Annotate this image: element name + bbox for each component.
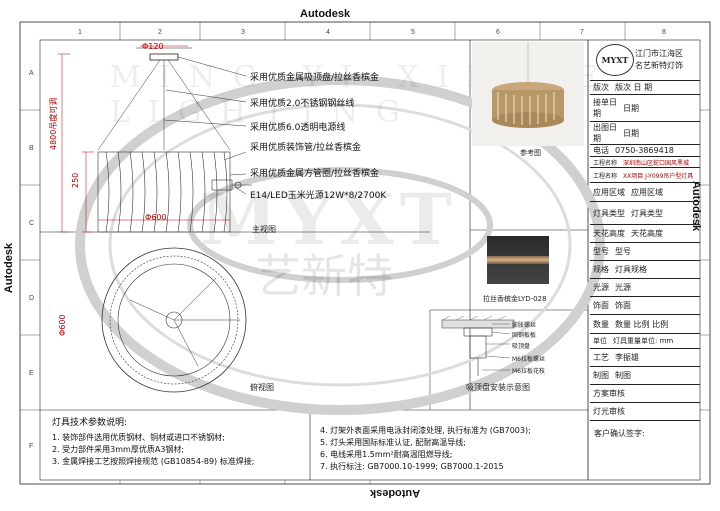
tb-row-order-date: 接单日期日期 — [590, 95, 700, 122]
tb-row-unit: 单位灯具重量单位: mm — [590, 334, 700, 349]
brand-bottom: Autodesk — [370, 487, 421, 499]
tb-row-spec: 规格灯具规格 — [590, 261, 700, 279]
row-letter: E — [29, 370, 34, 377]
callout-square-ring: 采用优质金属方管圈/拉丝香槟金 — [250, 169, 380, 179]
main-view-caption: 主视图 — [252, 225, 276, 234]
company-name-line1: 江门市江海区 — [635, 49, 683, 58]
col-number: 1 — [78, 29, 82, 36]
tb-row-light-review: 灯光审核 — [590, 403, 700, 421]
title-block-header: MYXT 江门市江海区 名艺新特灯饰 — [590, 40, 700, 81]
notes-heading: 灯具技术参数说明: — [52, 418, 128, 428]
note-item-7: 7. 执行标注: GB7000.10-1999; GB7000.1-2015 — [320, 462, 504, 471]
customer-confirm: 客户确认签字: — [594, 429, 645, 438]
dim-height-total: 4800吊度可调 — [49, 97, 58, 150]
callout-power-cord: 采用优质6.0透明电源线 — [250, 123, 346, 133]
material-swatch — [487, 236, 549, 284]
tb-row-drafter: 制图制图 — [590, 367, 700, 385]
tb-row-drawing-date: 出图日期日期 — [590, 122, 700, 145]
top-view-drawing — [101, 247, 247, 393]
callout-wire: 采用优质2.0不锈钢钢丝线 — [250, 99, 355, 109]
callout-deco-tube: 采用优质装饰管/拉丝香槟金 — [250, 143, 362, 153]
brand-top: Autodesk — [300, 8, 351, 20]
note-item-2: 2. 受力部件采用3mm厚优质A3钢材; — [52, 445, 185, 454]
tb-row-scheme-review: 方案审核 — [590, 385, 700, 403]
tb-row-ceiling-height: 天花高度天花高度 — [590, 225, 700, 243]
watermark-cn-text: 艺新特 — [255, 249, 393, 303]
note-item-1: 1. 装饰部件选用优质钢材、铜材或进口不锈钢材; — [52, 433, 225, 442]
col-number: 6 — [496, 29, 500, 36]
tb-row-fixture-type: 灯具类型灯具类型 — [590, 202, 700, 225]
company-name-line2: 名艺新特灯饰 — [635, 61, 683, 70]
watermark-logo — [75, 75, 605, 415]
tb-row-model: 型号型号 — [590, 243, 700, 261]
mount-label-anchor: 膨胀螺丝 — [512, 322, 537, 329]
main-view-drawing — [58, 45, 252, 233]
row-letter: A — [29, 70, 34, 77]
row-letter: B — [29, 145, 34, 152]
tb-row-quantity: 数量数量 比例 比例 — [590, 315, 700, 334]
brand-left: Autodesk — [3, 242, 16, 294]
note-item-6: 6. 电线采用1.5mm²耐高温阻燃导线; — [320, 450, 453, 459]
col-number: 3 — [241, 29, 245, 36]
mount-detail-caption: 吸顶盘安装示意图 — [466, 383, 530, 392]
company-logo: MYXT — [596, 44, 634, 76]
top-view-caption: 俯视图 — [250, 383, 274, 392]
col-number: 7 — [580, 29, 584, 36]
top-view-dim: Φ600 — [58, 314, 67, 336]
callout-canopy: 采用优质金属吸顶盘/拉丝香槟金 — [250, 73, 380, 83]
mount-label-canopy: 吸顶盘 — [512, 343, 531, 350]
tb-row-project-1: 工程名称深圳南山区蛇口国风黑城 — [590, 157, 700, 168]
dim-bottom: Φ600 — [145, 213, 167, 222]
mount-detail-drawing — [441, 316, 515, 376]
tb-row-revision: 版次版次 日 期 — [590, 80, 700, 95]
tb-row-area: 应用区域应用区域 — [590, 183, 700, 202]
tb-row-finish: 饰面饰面 — [590, 297, 700, 315]
mount-label-branch: M6拉板花枝 — [512, 368, 545, 375]
tb-row-light-source: 光源光源 — [590, 279, 700, 297]
col-number: 8 — [662, 29, 666, 36]
note-item-5: 5. 灯头采用国际标准认证, 配耐高温导线; — [320, 438, 466, 447]
row-letter: C — [29, 220, 35, 227]
reference-photo — [472, 42, 584, 146]
reference-caption: 参考图 — [520, 149, 541, 157]
note-item-3: 3. 金属焊接工艺按照焊接规范 (GB10854-89) 标准焊接; — [52, 457, 255, 466]
note-item-4: 4. 灯架外表面采用电泳封闭漆处理, 执行标准为 (GB7003); — [320, 426, 531, 435]
dim-body-height: 250 — [71, 172, 80, 188]
mount-label-screw: M6拉板螺丝 — [512, 356, 545, 363]
col-number: 2 — [158, 29, 162, 36]
tb-row-craft: 工艺李振雄 — [590, 349, 700, 367]
callout-light-source: E14/LED玉米光源12W*8/2700K — [250, 191, 387, 201]
col-number: 4 — [326, 29, 330, 36]
row-letter: F — [29, 443, 34, 450]
row-letter: D — [29, 295, 35, 302]
dim-top: Φ120 — [142, 42, 164, 51]
material-caption: 拉丝香槟金LYD-028 — [483, 295, 547, 303]
mount-label-plate: 固钢板板 — [512, 332, 537, 339]
col-number: 5 — [411, 29, 415, 36]
